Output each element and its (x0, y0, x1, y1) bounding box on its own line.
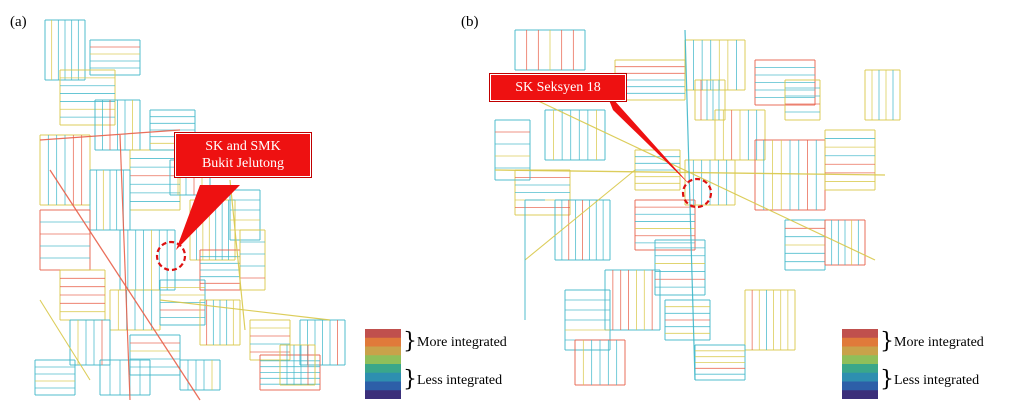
scale-step (365, 329, 401, 339)
road-segment (39, 129, 181, 141)
callout-line-1: SK Seksyen 18 (515, 80, 601, 95)
scale-step (842, 329, 878, 339)
road-segment (514, 89, 876, 261)
brace-icon: } (403, 367, 417, 392)
brace-icon: } (880, 329, 894, 354)
callout-line-2: Bukit Jelutong (201, 156, 285, 171)
scale-step (842, 346, 878, 356)
school-callout-a: SK and SMK Bukit Jelutong (175, 133, 311, 177)
road-segment (684, 29, 696, 381)
school-location-marker (681, 177, 713, 209)
integration-legend-a: } More integrated } Less integrated (365, 329, 555, 401)
legend-more-label: More integrated (417, 335, 507, 350)
road-segment (119, 134, 131, 401)
road-segment (39, 299, 91, 381)
scale-step (365, 355, 401, 365)
legend-less-label: Less integrated (417, 373, 503, 388)
school-location-marker (155, 240, 187, 272)
callout-pointer (176, 185, 240, 250)
road-segment (49, 169, 201, 401)
brace-icon: } (403, 329, 417, 354)
legend-less-label: Less integrated (894, 373, 980, 388)
map-panel-b: (b) SK Seksyen 18 } More integrated } Le… (455, 0, 1011, 401)
scale-step (365, 364, 401, 374)
scale-step (365, 337, 401, 347)
scale-step (842, 337, 878, 347)
callout-pointer (605, 90, 691, 186)
callout-line-1: SK and SMK (205, 139, 281, 154)
panel-label-b: (b) (461, 14, 479, 30)
scale-step (842, 372, 878, 382)
integration-legend-b: } More integrated } Less integrated (842, 329, 1011, 401)
street-network-map-a (34, 19, 346, 401)
scale-step (842, 364, 878, 374)
scale-step (842, 390, 878, 399)
road-segment (229, 179, 246, 331)
scale-step (365, 390, 401, 399)
scale-step (842, 381, 878, 391)
school-callout-b: SK Seksyen 18 (490, 74, 626, 101)
road-segment (159, 299, 331, 321)
panel-label-a: (a) (10, 14, 27, 30)
scale-step (365, 381, 401, 391)
brace-icon: } (880, 367, 894, 392)
color-scale-bar (842, 329, 878, 399)
scale-step (365, 346, 401, 356)
scale-step (842, 355, 878, 365)
map-panel-a: (a) SK and SMK Bukit Jelutong } More int… (10, 14, 507, 401)
legend-more-label: More integrated (894, 335, 984, 350)
color-scale-bar (365, 329, 401, 399)
road-segment (524, 169, 636, 261)
street-network-map-b (494, 29, 901, 386)
scale-step (365, 372, 401, 382)
